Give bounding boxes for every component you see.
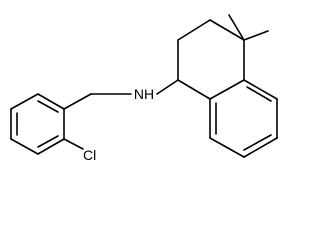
chlorine-label: Cl (83, 147, 96, 163)
bond-benzyl-ring (10, 93, 39, 110)
bond-methyl (243, 30, 269, 41)
bond-tetralin-aromatic (209, 137, 245, 158)
molecule-diagram: NH Cl (10, 14, 278, 163)
bond-benzyl-ring-double (37, 135, 59, 148)
amine-label: NH (134, 86, 154, 102)
bond-benzyl-ring-double (37, 100, 59, 113)
bonds (10, 14, 278, 158)
bond-benzyl-ring (37, 93, 65, 110)
bond-tetralin-aromatic-double (246, 86, 272, 102)
bond-n-c1 (156, 79, 179, 95)
bond-benzyl-ring (37, 138, 65, 155)
bond-benzyl-ring (10, 138, 39, 155)
bond-tetralin-sat (209, 19, 245, 41)
bond-tetralin-aromatic (243, 137, 278, 158)
bond-aryl-cl (63, 138, 84, 150)
bond-tetralin-sat (177, 19, 211, 41)
atom-labels: NH Cl (83, 86, 154, 163)
bond-tetralin-aromatic (209, 79, 245, 100)
bond-aryl-ch2 (63, 93, 92, 110)
bond-tetralin-aromatic-double (243, 134, 272, 151)
bond-tetralin-aromatic (243, 79, 278, 100)
bond-tetralin-sat (177, 79, 211, 100)
bond-methyl (228, 14, 245, 41)
